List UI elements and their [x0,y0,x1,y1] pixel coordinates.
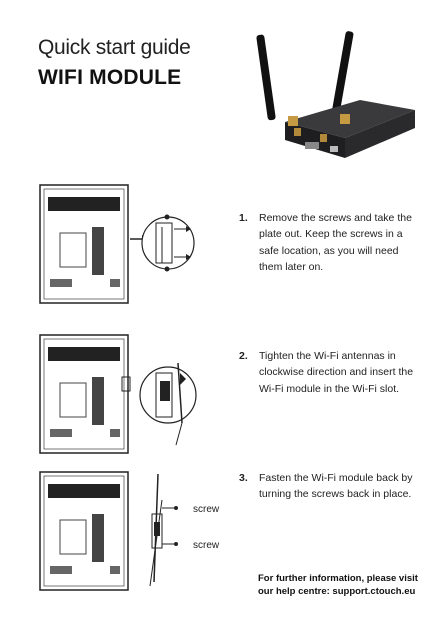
step-2-number: 2. [239,350,248,362]
step-3: 3. Fasten the Wi-Fi module back by turni… [239,470,419,503]
step-3-text: Fasten the Wi-Fi module back by turning … [259,472,413,501]
help-centre-note: For further information, please visit ou… [258,573,418,597]
step2-display-diagram [39,334,197,454]
step1-display-diagram [39,184,195,304]
wifi-module-photo [256,31,415,158]
step-2: 2. Tighten the Wi-Fi antennas in clockwi… [239,348,419,397]
step-1: 1. Remove the screws and take the plate … [239,210,419,275]
step-2-text: Tighten the Wi-Fi antennas in clockwise … [259,350,414,395]
step-3-number: 3. [239,472,248,484]
module-title: WIFI MODULE [38,66,182,89]
screw-label-top: screw [193,504,220,515]
guide-title: Quick start guide [38,36,191,59]
step-1-number: 1. [239,212,248,224]
step3-display-diagram [39,471,178,591]
screw-label-bottom: screw [193,540,220,551]
step-1-text: Remove the screws and take the plate out… [259,212,412,273]
